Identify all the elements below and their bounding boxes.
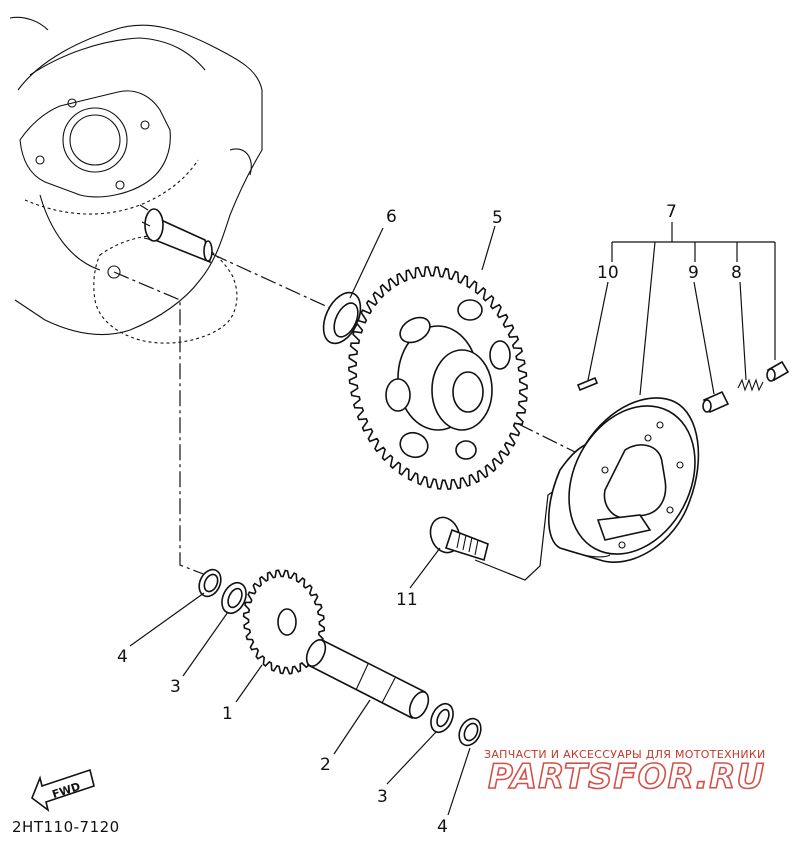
drawing-code: 2HT110-7120 — [12, 818, 120, 836]
label-5: 5 — [492, 208, 503, 228]
washer-part-6 — [322, 291, 362, 345]
label-4-left: 4 — [117, 647, 128, 667]
circlip-part-4-left — [198, 568, 222, 598]
washer-part-3-right — [430, 702, 454, 734]
label-11: 11 — [396, 590, 418, 610]
leader-lines — [129, 222, 776, 816]
watermark: ЗАПЧАСТИ И АКСЕССУАРЫ ДЛЯ МОТОТЕХНИКИ PA… — [484, 748, 766, 798]
engine-case — [9, 16, 263, 344]
lower-gear-part-1 — [242, 569, 326, 675]
label-4-right: 4 — [437, 817, 448, 837]
label-1: 1 — [222, 704, 233, 724]
label-8: 8 — [731, 263, 742, 283]
circlip-part-4-right — [458, 717, 482, 747]
label-10: 10 — [597, 263, 619, 283]
watermark-logo: PARTSFOR.RU — [488, 757, 765, 797]
label-7: 7 — [666, 202, 677, 222]
fwd-arrow: FWD — [31, 768, 95, 812]
callout-labels: 1 2 3 3 4 4 5 6 7 8 9 10 11 — [117, 202, 742, 837]
washer-part-3-left — [221, 581, 247, 615]
small-parts-8-9-10 — [576, 360, 790, 414]
bolt-part-11 — [429, 516, 489, 562]
label-3-left: 3 — [170, 677, 181, 697]
watermark-caption: ЗАПЧАСТИ И АКСЕССУАРЫ ДЛЯ МОТОТЕХНИКИ — [484, 748, 766, 761]
label-2: 2 — [320, 755, 331, 775]
idler-gear-part-5 — [348, 266, 528, 490]
starter-clutch-part-7 — [547, 397, 700, 563]
label-3-right: 3 — [377, 787, 388, 807]
label-6: 6 — [386, 207, 397, 227]
label-9: 9 — [688, 263, 699, 283]
fwd-arrow-icon — [31, 768, 95, 812]
shaft-part-2 — [305, 638, 430, 720]
